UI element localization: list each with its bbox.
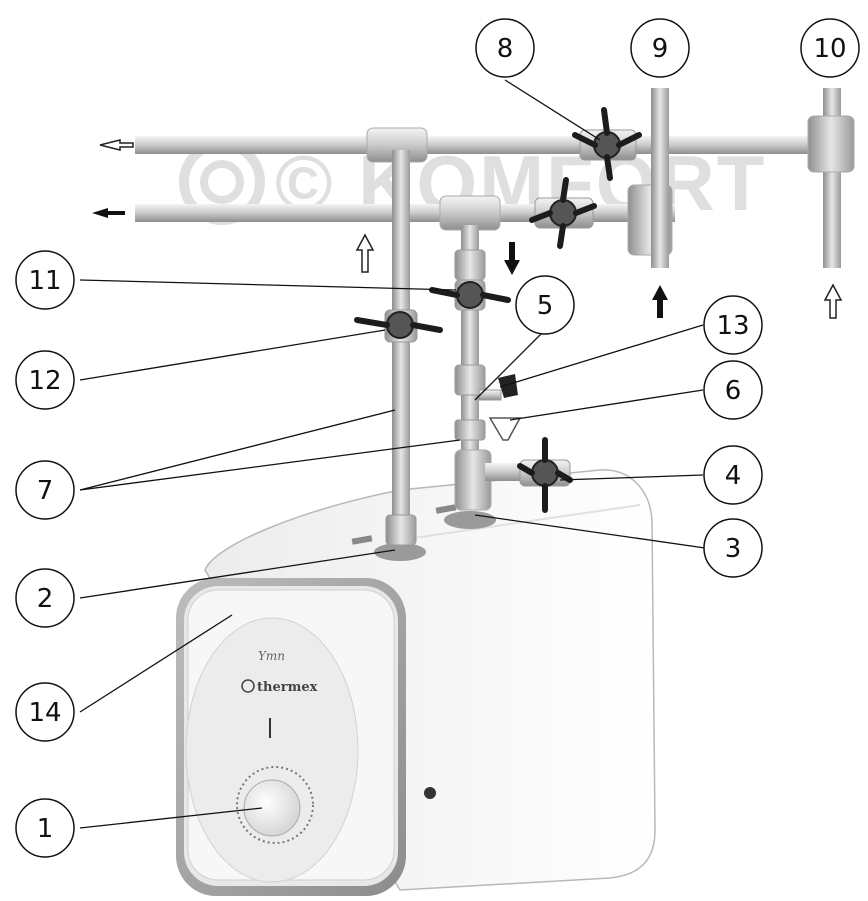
script-logo: Ymn: [258, 649, 285, 663]
valve-12[interactable]: [354, 309, 443, 343]
callout-number: 5: [537, 291, 554, 321]
cold-inlet-port: [374, 543, 426, 561]
callout-1: 1: [15, 798, 75, 858]
callout-9: 9: [630, 18, 690, 78]
callout-number: 1: [37, 814, 54, 844]
arrow-up-outline-icon-right: [823, 283, 843, 319]
callout-8: 8: [475, 18, 535, 78]
valve-hot-line[interactable]: [529, 177, 597, 249]
callout-14: 14: [15, 682, 75, 742]
brand-name: thermex: [257, 680, 318, 695]
callout-number: 12: [28, 366, 61, 396]
callout-number: 10: [813, 34, 846, 64]
arrow-left-solid-icon: [92, 208, 125, 218]
callout-number: 6: [725, 376, 742, 406]
water-heater-tank: Ymn thermex: [176, 469, 656, 896]
callout-13: 13: [703, 295, 763, 355]
callout-12: 12: [15, 350, 75, 410]
drain-funnel-6: [488, 417, 522, 441]
leader-lines: [79, 79, 706, 829]
callout-number: 14: [28, 698, 61, 728]
callout-5: 5: [515, 275, 575, 335]
callout-number: 13: [716, 311, 749, 341]
callout-2: 2: [15, 568, 75, 628]
arrow-down-solid-icon: [504, 242, 520, 275]
callout-4: 4: [703, 445, 763, 505]
callout-number: 2: [37, 584, 54, 614]
side-socket: [424, 787, 436, 799]
callout-11: 11: [15, 250, 75, 310]
callout-7: 7: [15, 460, 75, 520]
callout-number: 7: [37, 476, 54, 506]
brand-logo-icon: [241, 679, 255, 693]
valve-8[interactable]: [572, 107, 642, 181]
thermostat-knob[interactable]: [236, 766, 314, 844]
callout-number: 8: [497, 34, 514, 64]
arrow-up-outline-icon: [355, 233, 375, 273]
callout-number: 9: [652, 34, 669, 64]
arrow-left-outline-icon: [99, 139, 134, 151]
control-panel: [185, 617, 359, 883]
arrow-up-solid-icon: [652, 285, 668, 318]
valve-11[interactable]: [429, 279, 511, 311]
pipework: [135, 88, 855, 546]
safety-valve-13[interactable]: [478, 374, 518, 401]
valve-4[interactable]: [517, 437, 573, 513]
callout-10: 10: [800, 18, 860, 78]
hot-outlet-port: [444, 511, 496, 529]
callout-number: 11: [28, 266, 61, 296]
callout-6: 6: [703, 360, 763, 420]
callout-3: 3: [703, 518, 763, 578]
callout-number: 3: [725, 534, 742, 564]
callout-number: 4: [725, 461, 742, 491]
flow-arrows: [92, 139, 843, 319]
